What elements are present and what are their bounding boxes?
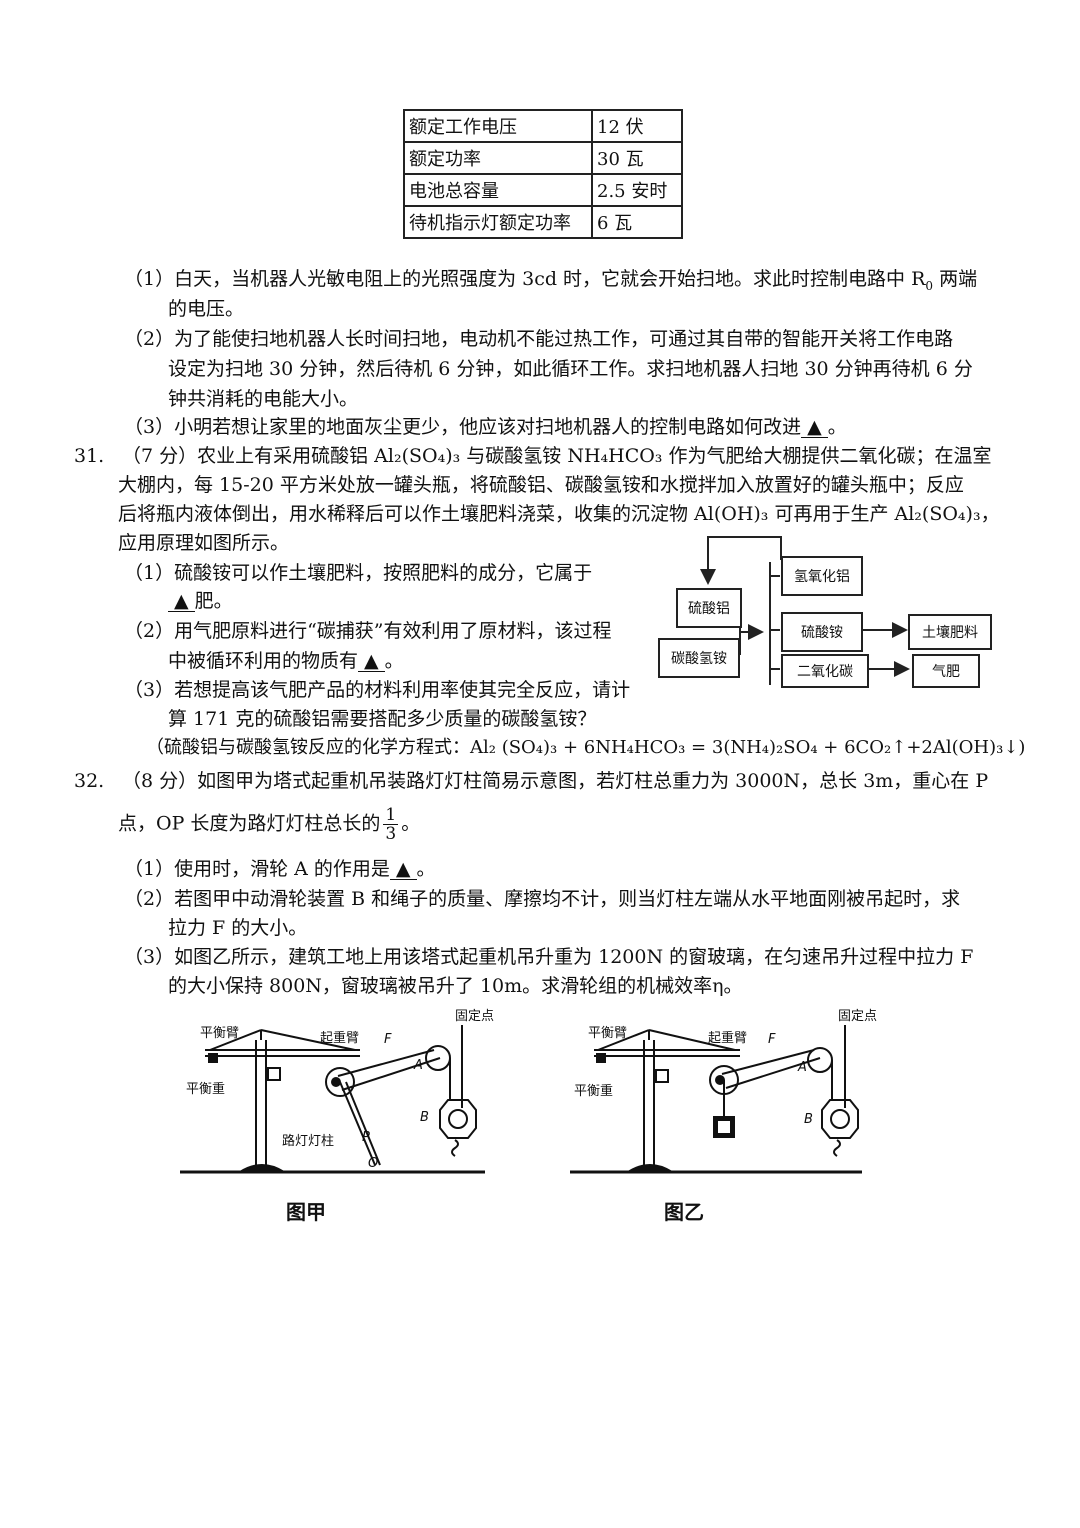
flow-box-aluminum-sulfate: 硫酸铝 xyxy=(676,588,742,628)
q30-part2-line3: 钟共消耗的电能大小。 xyxy=(168,388,359,410)
label-lifting-arm: 起重臂 xyxy=(708,1031,748,1046)
answer-blank[interactable]: ▲ xyxy=(168,591,195,612)
q32-number: 32. xyxy=(74,770,105,792)
label-lifting-arm: 起重臂 xyxy=(320,1031,360,1046)
spec-value: 2.5 安时 xyxy=(591,173,683,207)
label-balance-arm: 平衡臂 xyxy=(588,1026,628,1041)
spec-key: 电池总容量 xyxy=(403,173,593,207)
answer-blank[interactable]: ▲ xyxy=(801,417,828,438)
q31-part3-line1: （3）若想提高该气肥产品的材料利用率使其完全反应，请计 xyxy=(124,679,631,701)
flow-box-carbon-dioxide: 二氧化碳 xyxy=(781,654,869,688)
q31-line4: 应用原理如图所示。 xyxy=(118,532,290,554)
q31-number: 31. xyxy=(74,445,105,467)
label-F: F xyxy=(768,1032,776,1047)
q32-part3-line1: （3）如图乙所示，建筑工地上用该塔式起重机吊升重为 1200N 的窗玻璃，在匀速… xyxy=(124,946,974,968)
table-row: 额定功率 30 瓦 xyxy=(403,141,683,175)
caption-figure-b: 图乙 xyxy=(664,1200,704,1224)
q30-part3: （3）小明若想让家里的地面灰尘更少，他应该对扫地机器人的控制电路如何改进▲。 xyxy=(124,416,847,438)
chemical-equation: （硫酸铝与碳酸氢铵反应的化学方程式：Al₂ (SO₄)₃ + 6NH₄HCO₃ … xyxy=(146,737,1026,758)
caption-figure-a: 图甲 xyxy=(286,1200,326,1224)
label-F: F xyxy=(384,1032,392,1047)
flow-box-gas-fertilizer: 气肥 xyxy=(912,654,980,688)
label-counterweight: 平衡重 xyxy=(574,1084,614,1099)
label-B: B xyxy=(420,1110,429,1125)
q30-part1-line1: （1）白天，当机器人光敏电阻上的光照强度为 3cd 时，它就会开始扫地。求此时控… xyxy=(124,268,978,293)
spec-value: 30 瓦 xyxy=(591,141,683,175)
spec-key: 额定功率 xyxy=(403,141,593,175)
table-row: 电池总容量 2.5 安时 xyxy=(403,173,683,207)
label-lamp-post: 路灯灯柱 xyxy=(282,1134,335,1149)
q31-line3: 后将瓶内液体倒出，用水稀释后可以作土壤肥料浇菜，收集的沉淀物 Al(OH)₃ 可… xyxy=(118,503,1000,525)
label-balance-arm: 平衡臂 xyxy=(200,1026,240,1041)
q30-part2-line1: （2）为了能使扫地机器人长时间扫地，电动机不能过热工作，可通过其自带的智能开关将… xyxy=(124,328,954,350)
spec-value: 6 瓦 xyxy=(591,205,683,239)
q31-line2: 大棚内，每 15-20 平方米处放一罐头瓶，将硫酸铝、碳酸氢铵和水搅拌加入放置好… xyxy=(118,474,964,496)
flow-box-ammonium-bicarbonate: 碳酸氢铵 xyxy=(658,638,740,678)
label-A: A xyxy=(414,1058,423,1073)
label-P: P xyxy=(362,1130,370,1145)
flow-box-soil-fertilizer: 土壤肥料 xyxy=(908,614,992,650)
spec-key: 待机指示灯额定功率 xyxy=(403,205,593,239)
q32-part3-line2: 的大小保持 800N，窗玻璃被吊升了 10m。求滑轮组的机械效率η。 xyxy=(168,975,743,997)
q31-line1: （7 分）农业上有采用硫酸铝 Al₂(SO₄)₃ 与碳酸氢铵 NH₄HCO₃ 作… xyxy=(122,445,992,467)
q32-part2-line1: （2）若图甲中动滑轮装置 B 和绳子的质量、摩擦均不计，则当灯柱左端从水平地面刚… xyxy=(124,888,961,910)
table-row: 额定工作电压 12 伏 xyxy=(403,109,683,143)
answer-blank[interactable]: ▲ xyxy=(358,651,385,672)
label-B: B xyxy=(804,1112,813,1127)
q32-part1: （1）使用时，滑轮 A 的作用是▲。 xyxy=(124,858,436,880)
label-A: A xyxy=(798,1060,807,1075)
flow-box-aluminum-hydroxide: 氢氧化铝 xyxy=(781,556,863,596)
answer-blank[interactable]: ▲ xyxy=(389,859,417,880)
table-row: 待机指示灯额定功率 6 瓦 xyxy=(403,205,683,239)
label-fixed-point: 固定点 xyxy=(455,1009,495,1024)
label-counterweight: 平衡重 xyxy=(186,1082,226,1097)
q31-part2-line1: （2）用气肥原料进行“碳捕获”有效利用了原材料，该过程 xyxy=(124,620,612,642)
q30-part1-line2: 的电压。 xyxy=(168,298,245,320)
q32-part2-line2: 拉力 F 的大小。 xyxy=(168,917,308,939)
spec-key: 额定工作电压 xyxy=(403,109,593,143)
spec-value: 12 伏 xyxy=(591,109,683,143)
q31-part1-line1: （1）硫酸铵可以作土壤肥料，按照肥料的成分，它属于 xyxy=(124,562,593,584)
label-O: O xyxy=(368,1156,379,1171)
spec-table: 额定工作电压 12 伏 额定功率 30 瓦 电池总容量 2.5 安时 待机指示灯… xyxy=(403,109,683,239)
q30-part2-line2: 设定为扫地 30 分钟，然后待机 6 分钟，如此循环工作。求扫地机器人扫地 30… xyxy=(168,358,973,380)
q32-line1: （8 分）如图甲为塔式起重机吊装路灯灯柱简易示意图，若灯柱总重力为 3000N，… xyxy=(122,770,989,792)
q31-part3-line2: 算 171 克的硫酸铝需要搭配多少质量的碳酸氢铵？ xyxy=(168,708,597,730)
q31-part1-line2: ▲肥。 xyxy=(168,588,233,614)
label-fixed-point: 固定点 xyxy=(838,1009,878,1024)
flow-box-ammonium-sulfate: 硫酸铵 xyxy=(781,612,863,652)
q31-part2-line2: 中被循环利用的物质有▲。 xyxy=(168,650,404,672)
